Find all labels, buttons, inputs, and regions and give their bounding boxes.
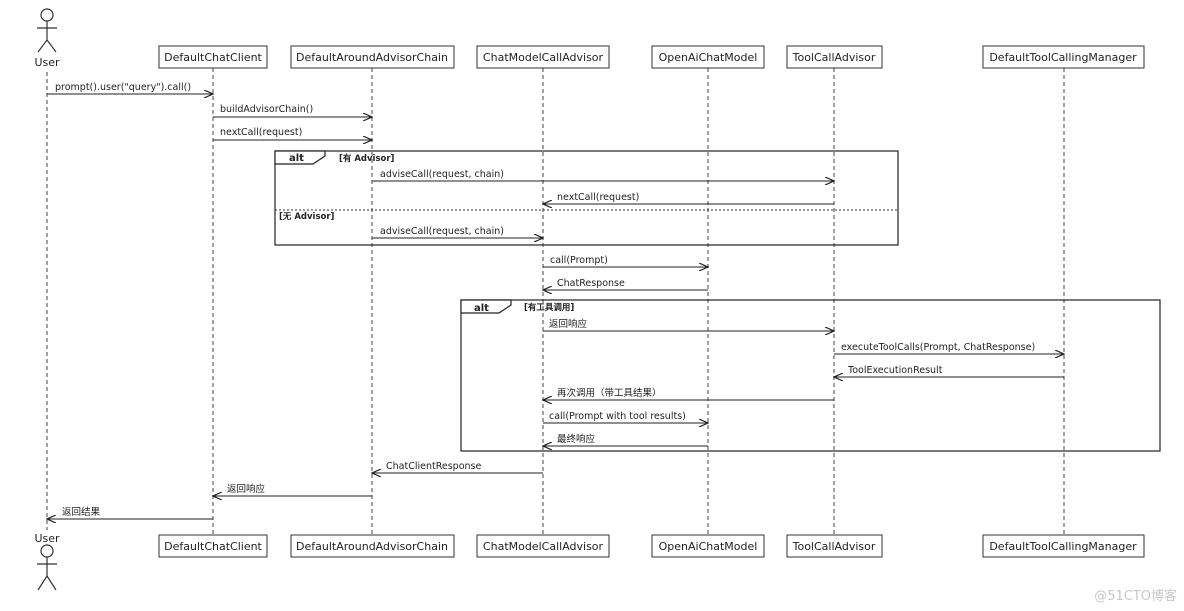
participant-label: ToolCallAdvisor bbox=[792, 540, 876, 553]
participant-label: DefaultAroundAdvisorChain bbox=[296, 540, 448, 553]
participant-chat-model-call-advisor-bottom: ChatModelCallAdvisor bbox=[476, 534, 610, 558]
participant-open-ai-chat-model: OpenAiChatModel bbox=[651, 45, 765, 69]
participants-top: DefaultChatClient DefaultAroundAdvisorCh… bbox=[158, 45, 1145, 69]
message-label: buildAdvisorChain() bbox=[220, 104, 313, 115]
participant-label: DefaultChatClient bbox=[164, 51, 262, 64]
actor-label-top: User bbox=[34, 56, 60, 69]
participant-label: ToolCallAdvisor bbox=[792, 51, 876, 64]
participant-default-chat-client-bottom: DefaultChatClient bbox=[158, 534, 268, 558]
message-label: ChatResponse bbox=[557, 278, 625, 289]
lifelines bbox=[46, 68, 1065, 535]
message-label: 返回响应 bbox=[227, 483, 266, 495]
fragment-tab bbox=[460, 299, 512, 314]
message-label: call(Prompt) bbox=[550, 255, 608, 266]
watermark-text: @51CTO博客 bbox=[1094, 588, 1177, 604]
fragment-guard: [有 Advisor] bbox=[339, 153, 395, 164]
fragment-guard: [无 Advisor] bbox=[279, 212, 335, 222]
fragment-operator: alt bbox=[474, 303, 489, 314]
message-label: prompt().user("query").call() bbox=[55, 82, 191, 93]
actor-figure-icon bbox=[37, 8, 57, 53]
participant-label: DefaultToolCallingManager bbox=[989, 540, 1137, 553]
participant-default-around-advisor-chain-bottom: DefaultAroundAdvisorChain bbox=[290, 534, 455, 558]
message-label: ToolExecutionResult bbox=[847, 365, 943, 376]
participant-chat-model-call-advisor: ChatModelCallAdvisor bbox=[476, 45, 610, 69]
fragment-operator: alt bbox=[289, 153, 304, 164]
participant-label: ChatModelCallAdvisor bbox=[483, 540, 604, 553]
participant-default-tool-calling-manager: DefaultToolCallingManager bbox=[982, 45, 1145, 69]
messages: prompt().user("query").call() buildAdvis… bbox=[47, 82, 1064, 519]
message-label: nextCall(request) bbox=[557, 192, 639, 203]
participant-default-tool-calling-manager-bottom: DefaultToolCallingManager bbox=[982, 534, 1145, 558]
participant-label: DefaultChatClient bbox=[164, 540, 262, 553]
participant-label: ChatModelCallAdvisor bbox=[483, 51, 604, 64]
actor-user-bottom: User bbox=[34, 532, 60, 591]
participant-tool-call-advisor-bottom: ToolCallAdvisor bbox=[786, 534, 883, 558]
message-label: executeToolCalls(Prompt, ChatResponse) bbox=[841, 342, 1035, 353]
message-label: 返回结果 bbox=[62, 506, 101, 518]
message-label: adviseCall(request, chain) bbox=[380, 226, 504, 237]
message-label: nextCall(request) bbox=[220, 127, 302, 138]
message-label: 最终响应 bbox=[557, 433, 596, 445]
actor-user-top: User bbox=[34, 8, 60, 69]
message-label: ChatClientResponse bbox=[386, 461, 481, 472]
participant-label: DefaultAroundAdvisorChain bbox=[296, 51, 448, 64]
message-label: call(Prompt with tool results) bbox=[549, 411, 686, 422]
participant-label: OpenAiChatModel bbox=[659, 51, 758, 64]
message-label: 再次调用（带工具结果） bbox=[557, 387, 662, 399]
participants-bottom: DefaultChatClient DefaultAroundAdvisorCh… bbox=[158, 534, 1145, 558]
participant-default-around-advisor-chain: DefaultAroundAdvisorChain bbox=[290, 45, 455, 69]
participant-label: OpenAiChatModel bbox=[659, 540, 758, 553]
alt-fragment-advisor: alt [有 Advisor] [无 Advisor] bbox=[274, 150, 899, 246]
message-label: adviseCall(request, chain) bbox=[380, 169, 504, 180]
participant-label: DefaultToolCallingManager bbox=[989, 51, 1137, 64]
participant-default-chat-client: DefaultChatClient bbox=[158, 45, 268, 69]
fragment-tab bbox=[274, 150, 326, 165]
actor-figure-icon bbox=[37, 544, 57, 591]
message-label: 返回响应 bbox=[549, 318, 588, 330]
participant-open-ai-chat-model-bottom: OpenAiChatModel bbox=[651, 534, 765, 558]
fragment-guard: [有工具调用] bbox=[524, 302, 574, 313]
actor-label-bottom: User bbox=[34, 532, 60, 545]
participant-tool-call-advisor: ToolCallAdvisor bbox=[786, 45, 883, 69]
alt-fragment-tool-call: alt [有工具调用] bbox=[460, 299, 1161, 452]
